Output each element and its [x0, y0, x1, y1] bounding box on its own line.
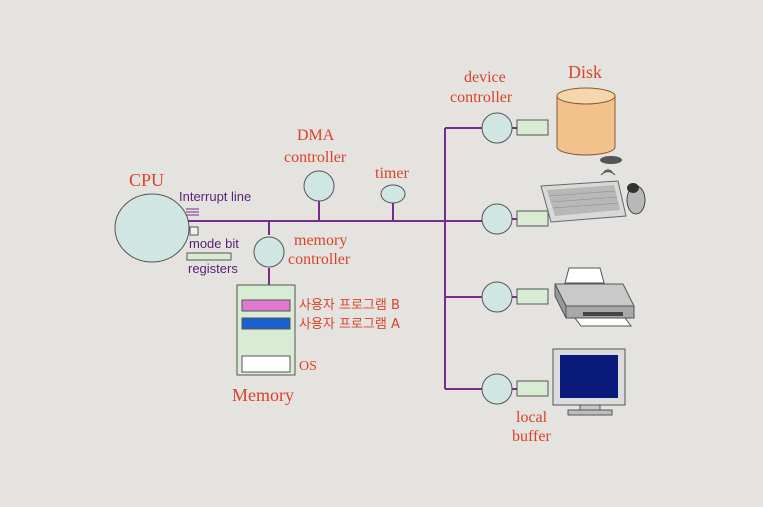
- registers-label: registers: [188, 261, 238, 276]
- user-program-b-label: 사용자 프로그램 B: [299, 298, 400, 313]
- local-buffer-monitor: [516, 380, 549, 397]
- dma-controller-node: [303, 170, 335, 202]
- timer-node: [380, 184, 406, 204]
- interrupt-lines-icon: [186, 208, 199, 216]
- local-buffer-printer: [516, 288, 549, 305]
- memctrl-label-2: controller: [288, 251, 351, 268]
- dma-label-2: controller: [284, 149, 347, 166]
- devctrl-label-1: device: [464, 69, 506, 86]
- printer-icon: [554, 267, 635, 327]
- memctrl-label-1: memory: [294, 232, 347, 249]
- os-segment: [241, 355, 291, 373]
- disk-icon: [556, 87, 616, 156]
- keyboard-mouse-icon: [540, 156, 646, 223]
- os-label: OS: [299, 359, 317, 374]
- memory-controller-node: [253, 236, 285, 268]
- mode-bit-label: mode bit: [189, 236, 239, 251]
- system-bus: [187, 127, 517, 390]
- device-controller-monitor: [481, 373, 513, 405]
- devctrl-label-2: controller: [450, 89, 513, 106]
- local-buffers: [516, 119, 549, 397]
- device-controller-printer: [481, 281, 513, 313]
- cpu-node: [114, 193, 190, 263]
- local-buffer-keyboard: [516, 210, 549, 227]
- local-label-2: buffer: [512, 428, 551, 445]
- device-controller-nodes: [481, 112, 513, 405]
- memory-block: [236, 284, 296, 376]
- monitor-icon: [552, 348, 626, 416]
- local-buffer-disk: [516, 119, 549, 136]
- dma-label-1: DMA: [297, 127, 335, 144]
- cpu-label: CPU: [129, 170, 164, 190]
- device-controller-disk: [481, 112, 513, 144]
- interrupt-line-label: Interrupt line: [179, 189, 251, 204]
- mode-bit-box: [189, 226, 199, 236]
- user-program-b-segment: [241, 299, 291, 312]
- disk-label: Disk: [568, 62, 602, 82]
- user-program-a-segment: [241, 317, 291, 330]
- memory-label: Memory: [232, 385, 294, 405]
- timer-label: timer: [375, 165, 409, 182]
- device-controller-keyboard: [481, 203, 513, 235]
- user-program-a-label: 사용자 프로그램 A: [299, 317, 400, 332]
- local-label-1: local: [516, 409, 548, 426]
- registers-box: [186, 252, 232, 261]
